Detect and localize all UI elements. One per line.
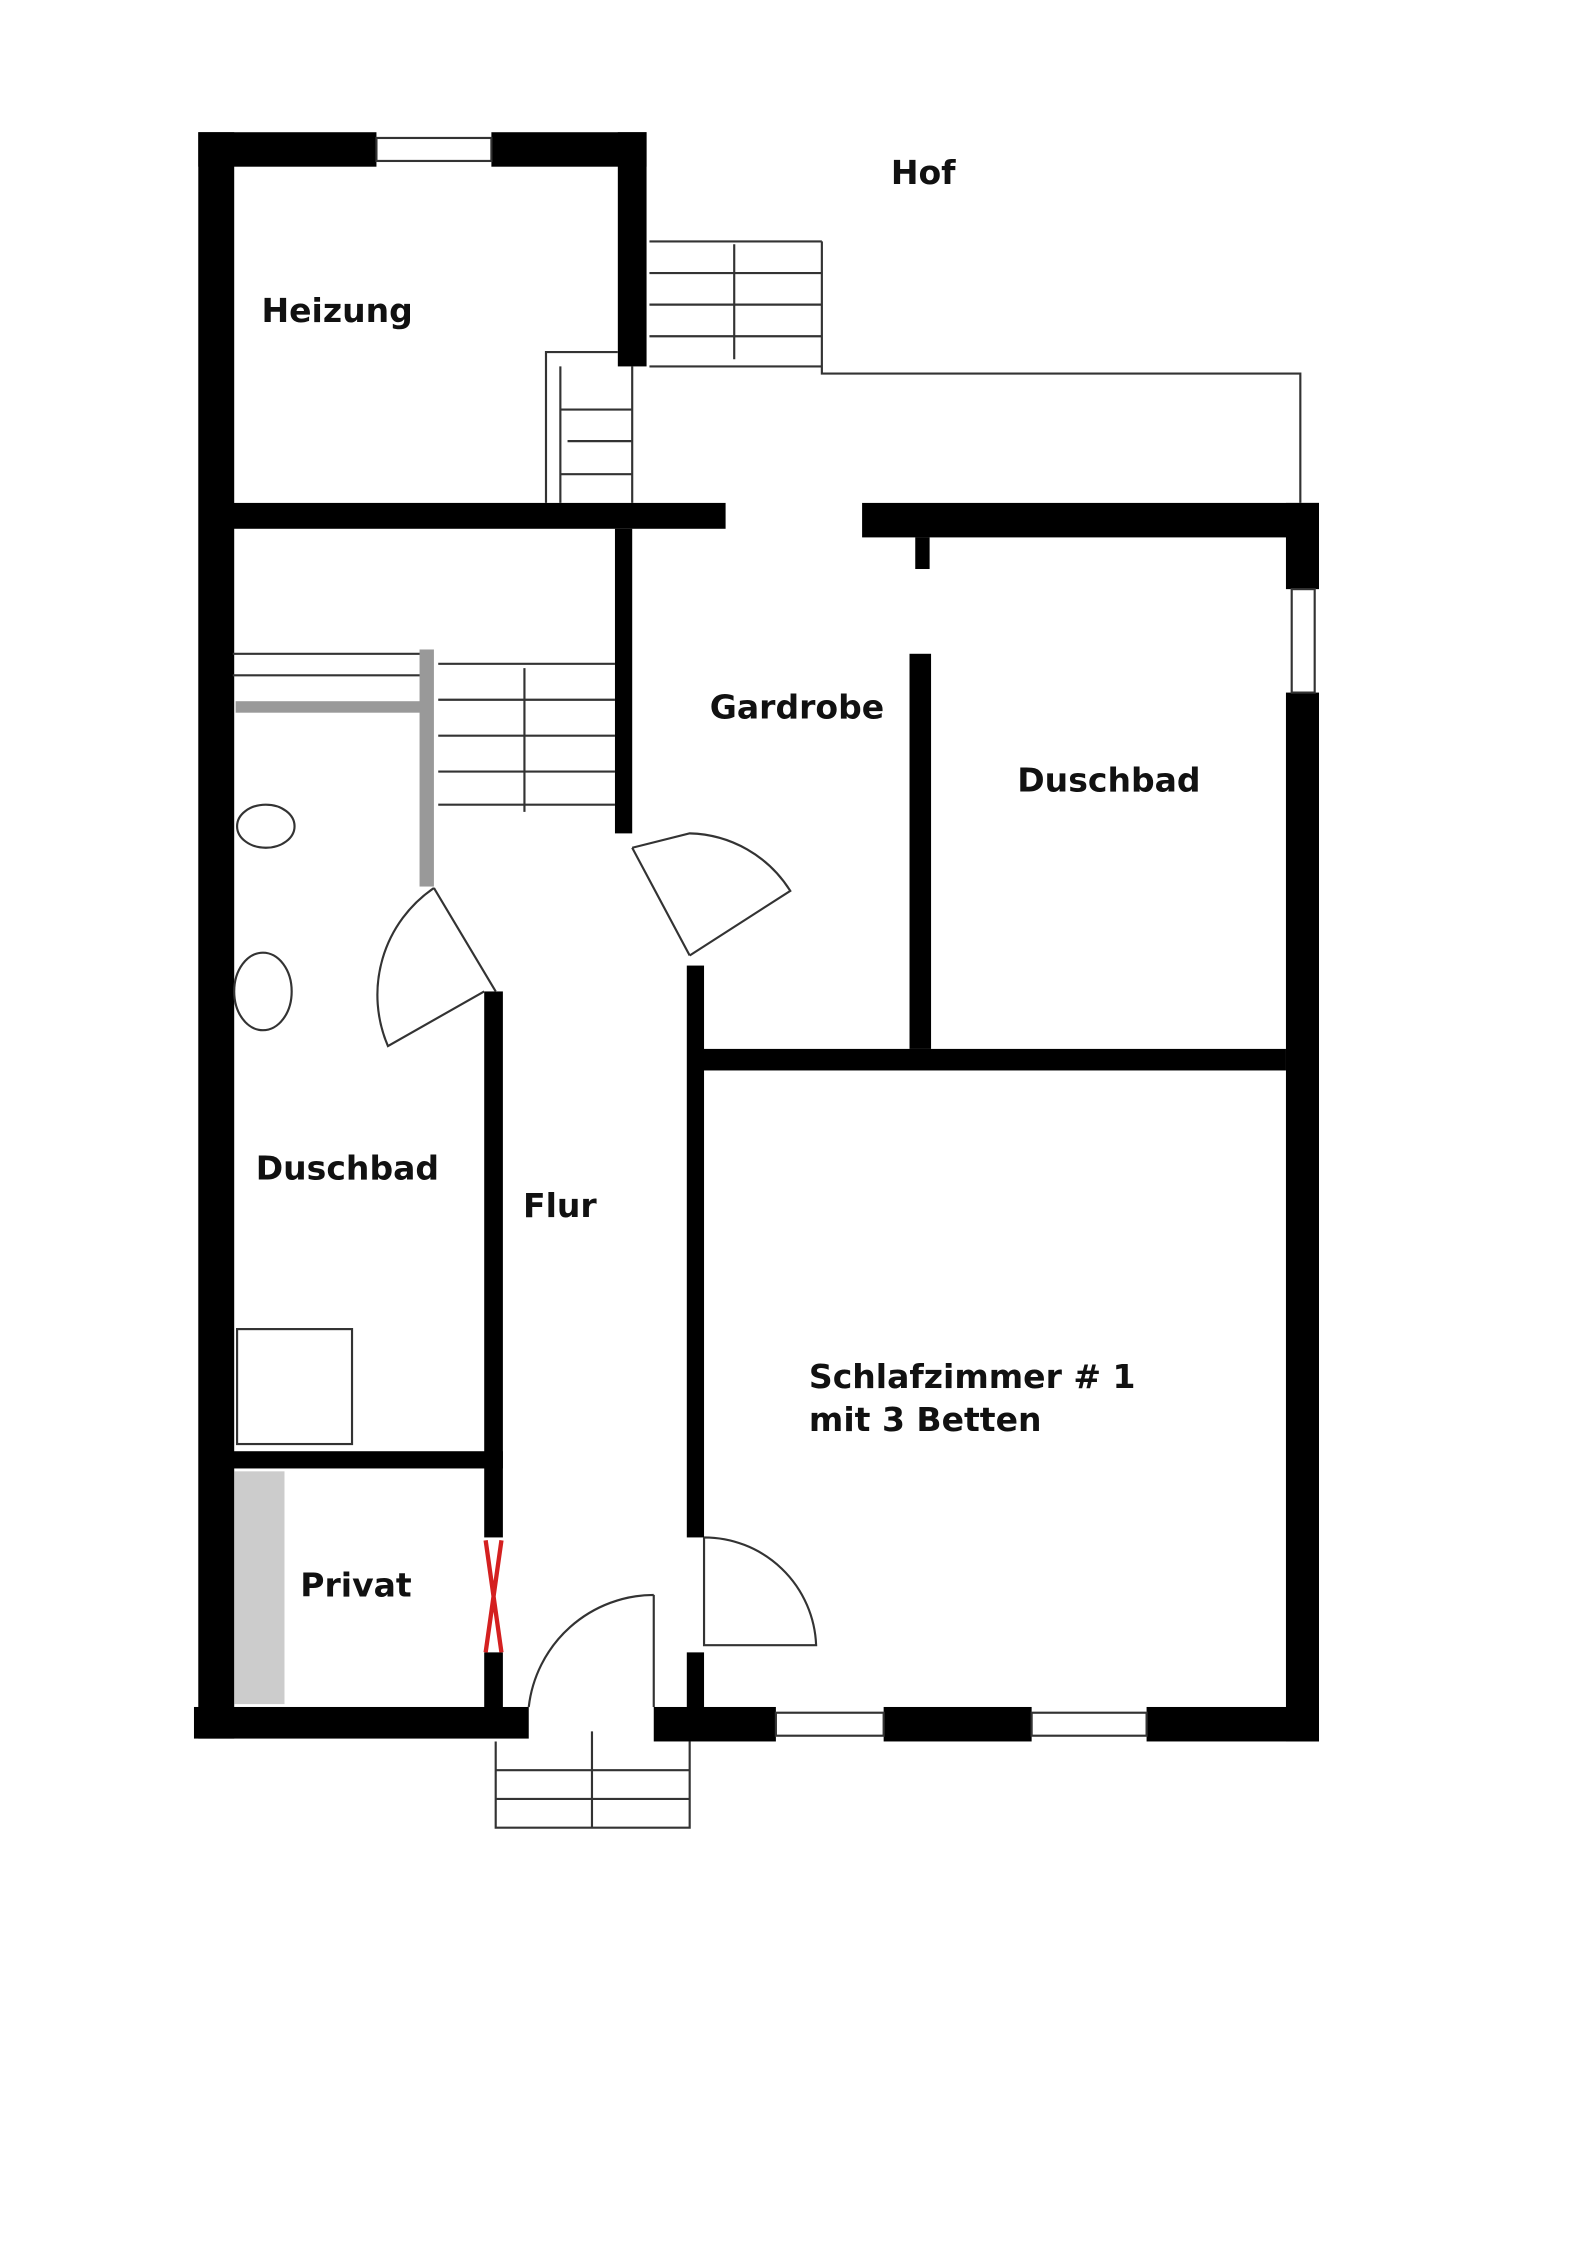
label-privat: Privat — [300, 1565, 412, 1604]
blocked-door-mark — [483, 1540, 504, 1653]
label-heizung: Heizung — [262, 291, 413, 330]
courtyard-outline — [544, 241, 1302, 503]
label-gardrobe: Gardrobe — [710, 687, 884, 726]
sink-icon — [233, 951, 293, 1032]
fixtures — [233, 803, 354, 1705]
stairs-entrance — [494, 1731, 691, 1829]
label-duschbad-left: Duschbad — [256, 1149, 439, 1188]
windows — [375, 136, 1316, 1737]
toilet-icon — [235, 803, 296, 849]
label-duschbad-right: Duschbad — [1017, 761, 1200, 800]
stairs-top — [559, 240, 822, 503]
label-flur: Flur — [523, 1186, 597, 1225]
storage-hatch — [234, 1471, 285, 1705]
stairs-inner — [232, 649, 615, 887]
label-hof: Hof — [891, 153, 956, 192]
shower-tray-icon — [235, 1328, 354, 1446]
doors — [376, 832, 818, 1708]
label-schlafzimmer: Schlafzimmer # 1 — [809, 1357, 1136, 1396]
walls — [193, 132, 1320, 1742]
label-schlafzimmer-beds: mit 3 Betten — [809, 1400, 1042, 1439]
